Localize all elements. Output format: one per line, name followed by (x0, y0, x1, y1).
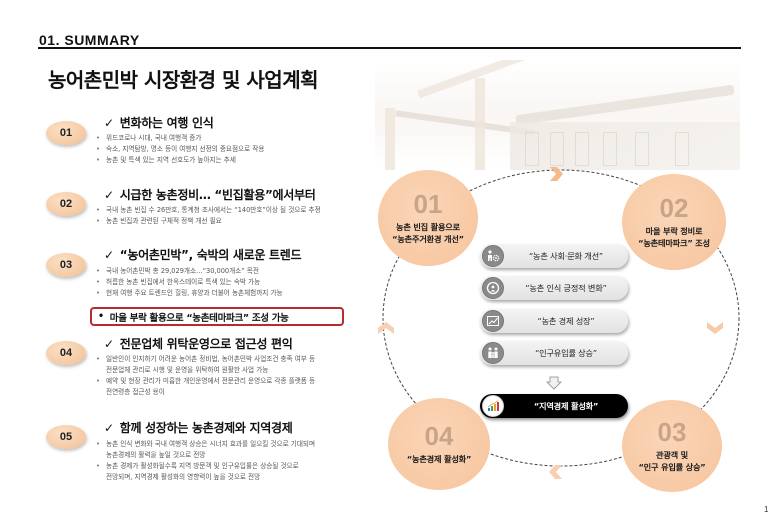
step-text: “농촌경제 활성화” (406, 454, 472, 464)
item-title: ✓시급한 농촌정비… “빈집활용”에서부터 (104, 188, 316, 202)
item-badge: 04 (46, 341, 86, 365)
outcome-pill-social-culture: “농촌 사회·문화 개선” (480, 244, 628, 268)
item-bullets: 위드코로나 시대, 국내 여행객 증가 숙소, 지역탐방, 명소 등이 여행지 … (96, 133, 264, 166)
step-text: 농촌 빈집 활용으로 (396, 222, 460, 232)
step-number: 04 (424, 421, 454, 451)
section-label: 01. SUMMARY (39, 32, 140, 48)
bullet: 허름한 농촌 빈집에서 한옥스테이로 특색 있는 숙박 가능 (96, 277, 283, 288)
chevron-left-icon (549, 465, 562, 479)
step-number: 01 (413, 189, 443, 219)
family-icon (482, 342, 504, 364)
bullet: 농촌 및 특색 있는 지역 선호도가 높아지는 추세 (96, 155, 264, 166)
arrow-down-icon (546, 376, 562, 390)
outcome-pill-economy-growth: “농촌 경제 성장” (480, 309, 628, 333)
pill-label: “인구유입률 상승” (535, 348, 597, 358)
chevron-up-icon (378, 322, 394, 334)
globe-people-icon (482, 277, 504, 299)
item-badge: 01 (46, 121, 86, 145)
bullet: 숙소, 지역탐방, 명소 등이 여행지 선정의 중요점으로 작용 (96, 144, 264, 155)
item-title: ✓“농어촌민박”, 숙박의 새로운 트렌드 (104, 248, 302, 262)
pill-label: “농촌 인식 긍정적 변화” (525, 283, 607, 293)
item-title: ✓함께 성장하는 농촌경제와 지역경제 (104, 421, 293, 435)
bullet: 위드코로나 시대, 국내 여행객 증가 (96, 133, 264, 144)
pill-label: “농촌 경제 성장” (537, 316, 595, 326)
page-number: 1 (764, 505, 769, 514)
check-icon: ✓ (104, 337, 114, 351)
step-text: “인구 유입률 상승” (638, 462, 706, 472)
step-text: 관광객 및 (656, 450, 688, 460)
step-text: 마을 부락 정비로 (645, 226, 703, 236)
bullet-continuation: 전문업체 관리로 시행 및 운영을 위탁하여 원활한 사업 가능 (106, 366, 269, 374)
bullet: 국내 농촌 빈집 수 26만호, 통계청 조사에서는 “140만호”이상 될 것… (96, 205, 321, 216)
item-badge: 05 (46, 425, 86, 449)
step-number: 03 (657, 417, 687, 447)
bullet: 국내 농어촌민박 총 29,029개소…“30,000개소” 목전 (96, 266, 283, 277)
bullet: 일반인이 인지하기 어려운 농어촌 정비법, 농어촌민박 사업조건 충족 여부 … (96, 354, 315, 365)
item-title: ✓전문업체 위탁운영으로 접근성 편익 (104, 337, 293, 351)
cycle-step-01: 01 농촌 빈집 활용으로 “농촌주거환경 개선” (378, 170, 478, 266)
bullet: 예약 및 현장 관리가 미흡한 개인운영에서 전문관리 운영으로 각종 플랫폼 … (96, 376, 315, 387)
cycle-step-03: 03 관광객 및 “인구 유입률 상승” (622, 400, 722, 492)
chevron-right-icon (550, 167, 563, 181)
page-title: 농어촌민박 시장환경 및 사업계획 (48, 68, 319, 92)
bullet: 농촌 인식 변화와 국내 여행객 상승은 시너지 효과를 일으킬 것으로 기대되… (96, 439, 315, 450)
section-divider (38, 47, 741, 49)
step-text: “농촌주거환경 개선” (392, 234, 464, 244)
check-icon: ✓ (104, 248, 114, 262)
bullet: 농촌 빈집과 관련된 구체적 정책 개선 필요 (96, 216, 321, 227)
bullet-continuation: 농촌경제의 활력을 높일 것으로 전망 (106, 451, 206, 459)
item-bullets: 국내 농어촌민박 총 29,029개소…“30,000개소” 목전 허름한 농촌… (96, 266, 283, 299)
item-bullets: 일반인이 인지하기 어려운 농어촌 정비법, 농어촌민박 사업조건 충족 여부 … (96, 354, 315, 398)
cycle-step-04: 04 “농촌경제 활성화” (388, 398, 490, 490)
check-icon: ✓ (104, 421, 114, 435)
item-bullets: 국내 농촌 빈집 수 26만호, 통계청 조사에서는 “140만호”이상 될 것… (96, 205, 321, 227)
bullet: 농촌 경제가 활성화될수록 지역 방문객 및 인구유입률은 상승될 것으로 (96, 461, 315, 472)
line-chart-icon (482, 310, 504, 332)
bullet-continuation: 전연령층 접근성 용이 (106, 388, 165, 396)
outcome-pill-perception: “농촌 인식 긍정적 변화” (480, 276, 628, 300)
step-text: “농촌테마파크” 조성 (638, 238, 710, 248)
item-badge: 02 (46, 192, 86, 216)
gear-person-icon (482, 245, 504, 267)
step-number: 02 (659, 193, 689, 223)
item-badge: 03 (46, 253, 86, 277)
highlight-callout: •마을 부락 활용으로 “농촌테마파크” 조성 가능 (90, 307, 344, 326)
hanok-background-image (375, 60, 740, 170)
bar-chart-icon (482, 395, 504, 417)
chevron-down-icon (707, 322, 723, 334)
pill-label: “농촌 사회·문화 개선” (529, 251, 603, 261)
cycle-step-02: 02 마을 부락 정비로 “농촌테마파크” 조성 (622, 174, 726, 270)
pill-label: “지역경제 활성화” (533, 401, 599, 411)
item-title: ✓변화하는 여행 인식 (104, 116, 214, 130)
check-icon: ✓ (104, 116, 114, 130)
bullet: 현재 여행 주요 트렌드인 힐링, 휴양과 더불어 농촌체험까지 가능 (96, 288, 283, 299)
check-icon: ✓ (104, 188, 114, 202)
outcome-pill-population: “인구유입률 상승” (480, 341, 628, 365)
result-pill-regional-economy: “지역경제 활성화” (480, 394, 628, 418)
item-bullets: 농촌 인식 변화와 국내 여행객 상승은 시너지 효과를 일으킬 것으로 기대되… (96, 439, 315, 483)
bullet-continuation: 전망되며, 지역경제 활성화의 영향력이 높을 것으로 전망 (106, 473, 261, 481)
